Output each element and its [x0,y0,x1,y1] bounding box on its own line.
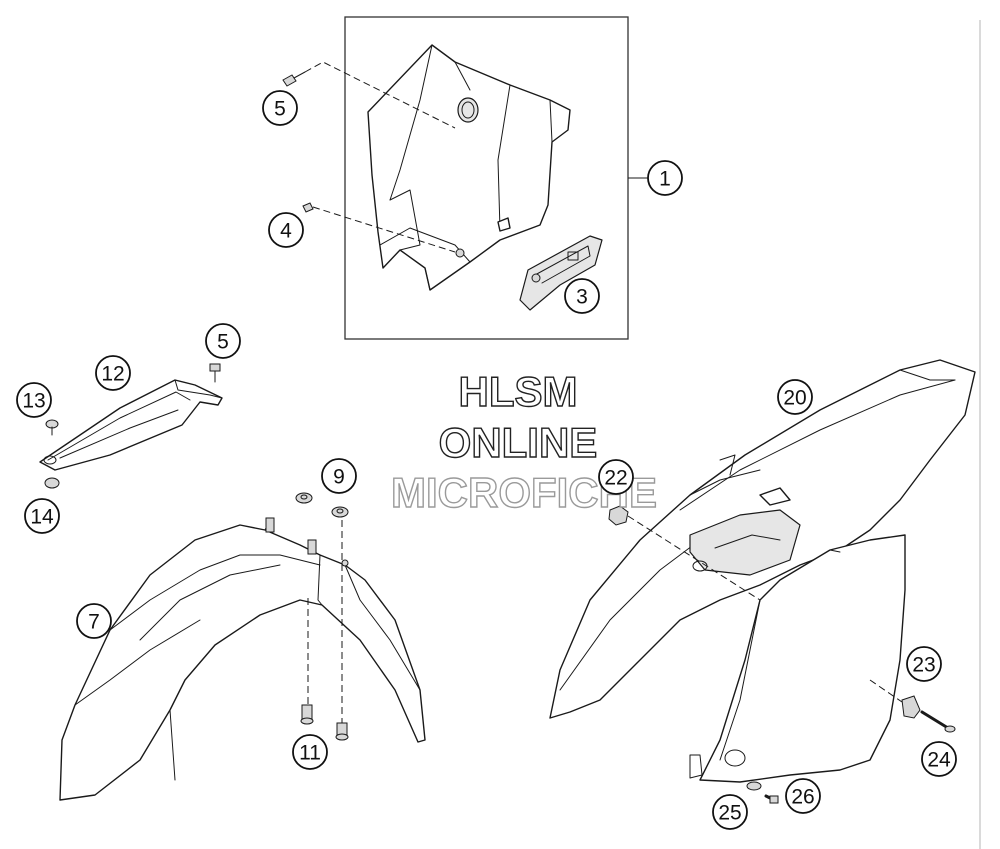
bolt-11a[interactable] [300,704,314,725]
callout-label: 22 [604,467,627,490]
callout-label: 7 [88,611,100,634]
callout-label: 26 [791,786,814,809]
part-number-plate[interactable] [367,44,571,291]
part-side-panel[interactable] [689,534,906,783]
callout-13[interactable]: 13 [16,382,52,418]
screw-5-top[interactable] [282,71,306,87]
callout-4[interactable]: 4 [268,212,304,248]
callout-14[interactable]: 14 [24,498,60,534]
screw-13[interactable] [45,419,59,436]
callout-24[interactable]: 24 [921,741,957,777]
bolt-26[interactable] [764,794,779,804]
part-rear-fender[interactable] [549,359,976,719]
callout-9[interactable]: 9 [321,458,357,494]
callout-26[interactable]: 26 [785,778,821,814]
callout-label: 20 [783,387,806,410]
callout-20[interactable]: 20 [777,379,813,415]
callout-5-top[interactable]: 5 [262,90,298,126]
callout-label: 12 [101,363,124,386]
callout-label: 5 [274,98,286,121]
grommet-14[interactable] [44,477,60,489]
leader-23 [869,679,903,703]
callout-label: 4 [280,220,292,243]
leader-22 [627,515,761,601]
callout-1[interactable]: 1 [647,160,683,196]
watermark-line-1: HLSM [459,368,578,415]
leader-5-top [304,61,456,129]
callout-label: 24 [927,749,951,772]
callout-3[interactable]: 3 [564,278,600,314]
callout-label: 25 [718,802,741,825]
bolt-11b[interactable] [335,722,349,741]
callout-label: 23 [912,654,935,677]
callout-label: 3 [576,286,588,309]
callout-11[interactable]: 11 [292,734,328,770]
callout-7[interactable]: 7 [76,603,112,639]
part-bracket[interactable] [519,235,603,311]
callout-label: 5 [217,331,229,354]
part-front-fender[interactable] [59,517,426,801]
watermark-line-2: ONLINE [439,419,598,466]
callout-12[interactable]: 12 [95,355,131,391]
washer-9a[interactable] [295,492,313,504]
callout-25[interactable]: 25 [712,794,748,830]
grommet-23[interactable] [901,695,921,719]
callout-22[interactable]: 22 [598,459,634,495]
leader-4 [312,206,456,253]
callout-label: 1 [659,168,671,191]
callout-5-left[interactable]: 5 [205,323,241,359]
screw-4[interactable] [302,202,314,213]
screw-5-left[interactable] [209,363,221,383]
callout-label: 14 [30,506,54,529]
washer-9b[interactable] [331,506,349,518]
callout-label: 13 [22,390,45,413]
nut-22[interactable] [608,505,629,526]
callout-23[interactable]: 23 [906,646,942,682]
washer-25[interactable] [746,781,762,791]
callout-label: 9 [333,466,345,489]
bolt-24[interactable] [920,710,956,733]
part-side-cover[interactable] [39,379,223,471]
callout-label: 11 [299,742,321,765]
